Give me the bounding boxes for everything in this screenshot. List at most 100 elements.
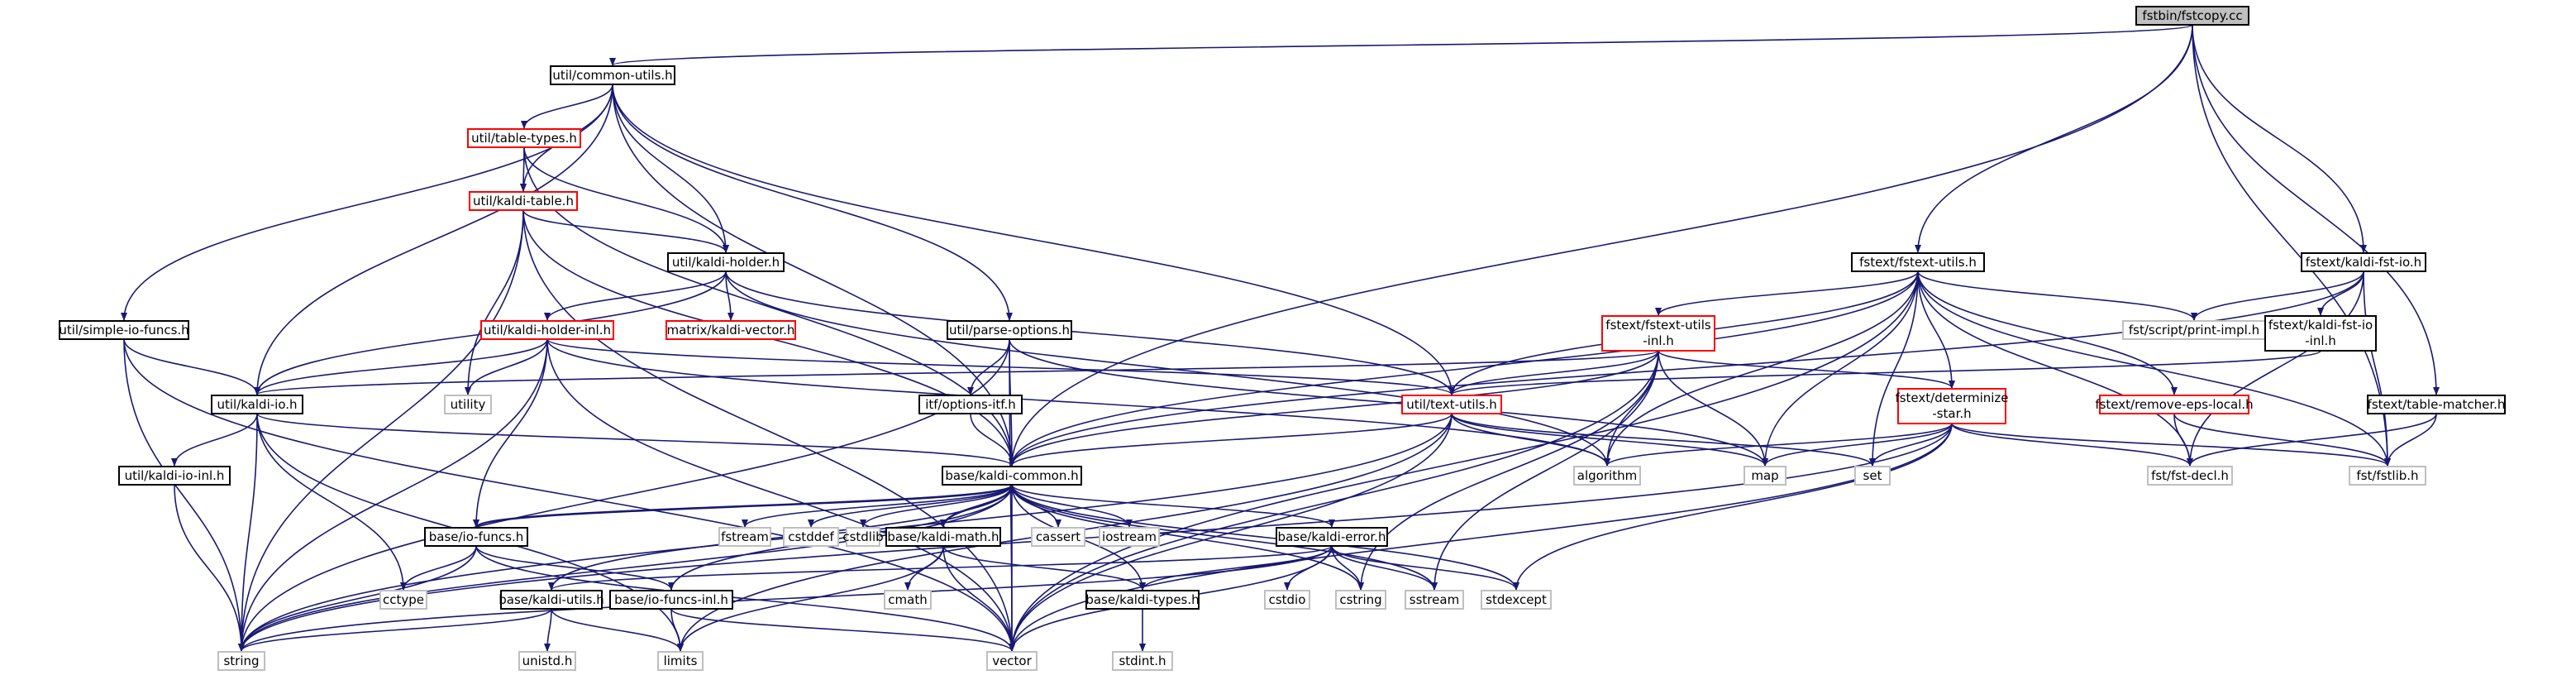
node-base-kaldi-error-h[interactable]: base/kaldi-error.h <box>1276 527 1388 547</box>
node-label: iostream <box>1102 529 1157 544</box>
node-stdexcept[interactable]: stdexcept <box>1481 590 1552 610</box>
node-fstext-determinize-star-h[interactable]: fstext/determinize -star.h <box>1895 388 2009 424</box>
node-algorithm[interactable]: algorithm <box>1573 466 1641 486</box>
edge-kaldi_utils-to-unistd <box>544 608 552 652</box>
edge-common_utils-to-parse_options <box>612 84 1013 321</box>
edge-kaldi_math-to-limits <box>677 545 944 652</box>
edge-kaldi_math-to-kaldi_types <box>942 545 1146 591</box>
edge-common_utils-to-kaldi_holder <box>612 84 729 253</box>
node-label: fst/fstlib.h <box>2356 468 2418 483</box>
node-itf-options-itf-h[interactable]: itf/options-itf.h <box>918 395 1023 414</box>
node-fstext-kaldi-fst-io-inl-h[interactable]: fstext/kaldi-fst-io -inl.h <box>2264 315 2377 352</box>
edge-fstext_utils_inl-to-kaldi_common <box>1009 350 1659 467</box>
edge-common_utils-to-table_types <box>521 84 613 129</box>
node-label: stdint.h <box>1119 653 1166 668</box>
node-cmath[interactable]: cmath <box>884 590 932 610</box>
node-vector[interactable]: vector <box>986 651 1038 671</box>
edge-fstext_utils_inl-to-vector <box>1009 350 1659 652</box>
node-fst-fst-decl-h[interactable]: fst/fst-decl.h <box>2147 466 2233 486</box>
node-base-io-funcs-inl-h[interactable]: base/io-funcs-inl.h <box>609 590 733 610</box>
edge-kaldi_error-to-string <box>238 545 1333 652</box>
edge-fstext_utils_inl-to-sstream <box>1431 350 1659 591</box>
node-fstext-fstext-utils-h[interactable]: fstext/fstext-utils.h <box>1851 252 1985 272</box>
node-fstext-kaldi-fst-io-h[interactable]: fstext/kaldi-fst-io.h <box>2301 252 2426 272</box>
node-limits[interactable]: limits <box>657 651 704 671</box>
node-matrix-kaldi-vector-h[interactable]: matrix/kaldi-vector.h <box>665 320 796 340</box>
node-util-simple-io-funcs-h[interactable]: util/simple-io-funcs.h <box>59 320 189 340</box>
edge-common_utils-to-kaldi_common <box>612 84 1015 467</box>
node-base-kaldi-math-h[interactable]: base/kaldi-math.h <box>885 527 1001 547</box>
edge-determinize_star-to-stdexcept <box>1513 423 1953 591</box>
edge-determinize_star-to-map <box>1762 423 1953 467</box>
edge-text_utils-to-kaldi_common <box>1009 413 1453 467</box>
node-label: limits <box>664 653 698 668</box>
node-util-kaldi-holder-inl-h[interactable]: util/kaldi-holder-inl.h <box>480 320 614 340</box>
node-fstream[interactable]: fstream <box>718 527 771 547</box>
edge-kaldi_holder_inl-to-vector <box>546 338 1015 652</box>
edge-fstext_utils_inl-to-algorithm <box>1604 350 1659 467</box>
node-map[interactable]: map <box>1744 466 1787 486</box>
edge-kaldi_holder_inl-to-algorithm <box>546 338 1610 467</box>
edge-text_utils-to-vector <box>1009 413 1453 652</box>
node-label: base/io-funcs.h <box>429 529 523 544</box>
node-util-common-utils-h[interactable]: util/common-utils.h <box>550 65 675 85</box>
node-base-kaldi-common-h[interactable]: base/kaldi-common.h <box>942 466 1082 486</box>
node-util-table-types-h[interactable]: util/table-types.h <box>467 128 581 148</box>
node-sstream[interactable]: sstream <box>1405 590 1464 610</box>
edge-kaldi_error-to-cstring <box>1331 545 1364 591</box>
node-iostream[interactable]: iostream <box>1099 527 1160 547</box>
edge-kaldi_io-to-kaldi_common <box>256 413 1015 467</box>
edge-kaldi_io_inl-to-string <box>174 484 245 652</box>
edge-table_types-to-kaldi_holder <box>523 146 729 253</box>
node-label: base/kaldi-common.h <box>945 468 1078 483</box>
edge-fstext_utils_inl-to-text_utils <box>1448 350 1659 395</box>
edge-root-to-fstlib <box>2192 24 2391 467</box>
node-label: set <box>1863 468 1882 483</box>
node-fst-script-print-impl-h[interactable]: fst/script/print-impl.h <box>2122 320 2266 340</box>
edge-kaldi_error-to-kaldi_utils <box>548 545 1333 591</box>
edge-root-to-kaldi_common <box>1009 24 2193 467</box>
node-cstring[interactable]: cstring <box>1335 590 1386 610</box>
node-util-kaldi-io-h[interactable]: util/kaldi-io.h <box>211 395 303 414</box>
node-string[interactable]: string <box>217 651 265 671</box>
node-cstdlib[interactable]: cstdlib <box>842 527 884 547</box>
node-utility[interactable]: utility <box>444 395 492 414</box>
node-unistd-h[interactable]: unistd.h <box>518 651 576 671</box>
node-fstext-remove-eps-local-h[interactable]: fstext/remove-eps-local.h <box>2095 395 2254 414</box>
node-set[interactable]: set <box>1854 466 1891 486</box>
edge-kaldi_common-to-cstdlib <box>860 484 1013 528</box>
node-cctype[interactable]: cctype <box>379 590 427 610</box>
edge-fstext_utils-to-determinize_star <box>1917 270 1955 389</box>
node-cassert[interactable]: cassert <box>1031 527 1085 547</box>
node-util-kaldi-io-inl-h[interactable]: util/kaldi-io-inl.h <box>118 466 231 486</box>
node-base-io-funcs-h[interactable]: base/io-funcs.h <box>424 527 528 547</box>
node-stdint-h[interactable]: stdint.h <box>1112 651 1173 671</box>
node-label-line-1: fstext/fstext-utils <box>1605 318 1711 333</box>
node-util-kaldi-holder-h[interactable]: util/kaldi-holder.h <box>667 252 785 272</box>
node-fst-fstlib-h[interactable]: fst/fstlib.h <box>2349 466 2426 486</box>
node-fstext-fstext-utils-inl-h[interactable]: fstext/fstext-utils -inl.h <box>1601 315 1715 352</box>
node-util-parse-options-h[interactable]: util/parse-options.h <box>947 320 1072 340</box>
node-cstddef[interactable]: cstddef <box>783 527 839 547</box>
node-label: util/parse-options.h <box>949 323 1070 338</box>
edge-io_funcs-to-kaldi_common <box>475 485 1015 529</box>
edge-io_funcs-to-string <box>238 545 477 652</box>
edge-text_utils-to-algorithm <box>1451 413 1610 467</box>
edge-table_matcher-to-fst_decl <box>2187 413 2437 467</box>
node-label: util/common-utils.h <box>552 68 672 83</box>
edge-fstext_utils-to-fstext_utils_inl <box>1655 270 1919 316</box>
node-fstext-table-matcher-h[interactable]: fstext/table-matcher.h <box>2367 395 2506 414</box>
node-cstdio[interactable]: cstdio <box>1264 590 1310 610</box>
node-fstbin-fstcopy-cc[interactable]: fstbin/fstcopy.cc <box>2135 6 2249 26</box>
node-base-kaldi-types-h[interactable]: base/kaldi-types.h <box>1085 590 1200 610</box>
node-base-kaldi-utils-h[interactable]: base/kaldi-utils.h <box>499 590 604 610</box>
edge-io_funcs-to-vector <box>475 545 1015 652</box>
edge-kaldi_holder-to-text_utils <box>725 270 1455 395</box>
node-label-line-2: -star.h <box>1932 406 1971 421</box>
edge-kaldi_holder_inl-to-kaldi_io <box>254 338 548 395</box>
node-util-kaldi-table-h[interactable]: util/kaldi-table.h <box>469 191 578 211</box>
node-util-text-utils-h[interactable]: util/text-utils.h <box>1401 395 1502 414</box>
node-label: stdexcept <box>1486 592 1547 607</box>
edge-determinize_star-to-fstlib <box>1951 423 2391 467</box>
edge-kaldi_table-to-utility <box>465 209 524 395</box>
